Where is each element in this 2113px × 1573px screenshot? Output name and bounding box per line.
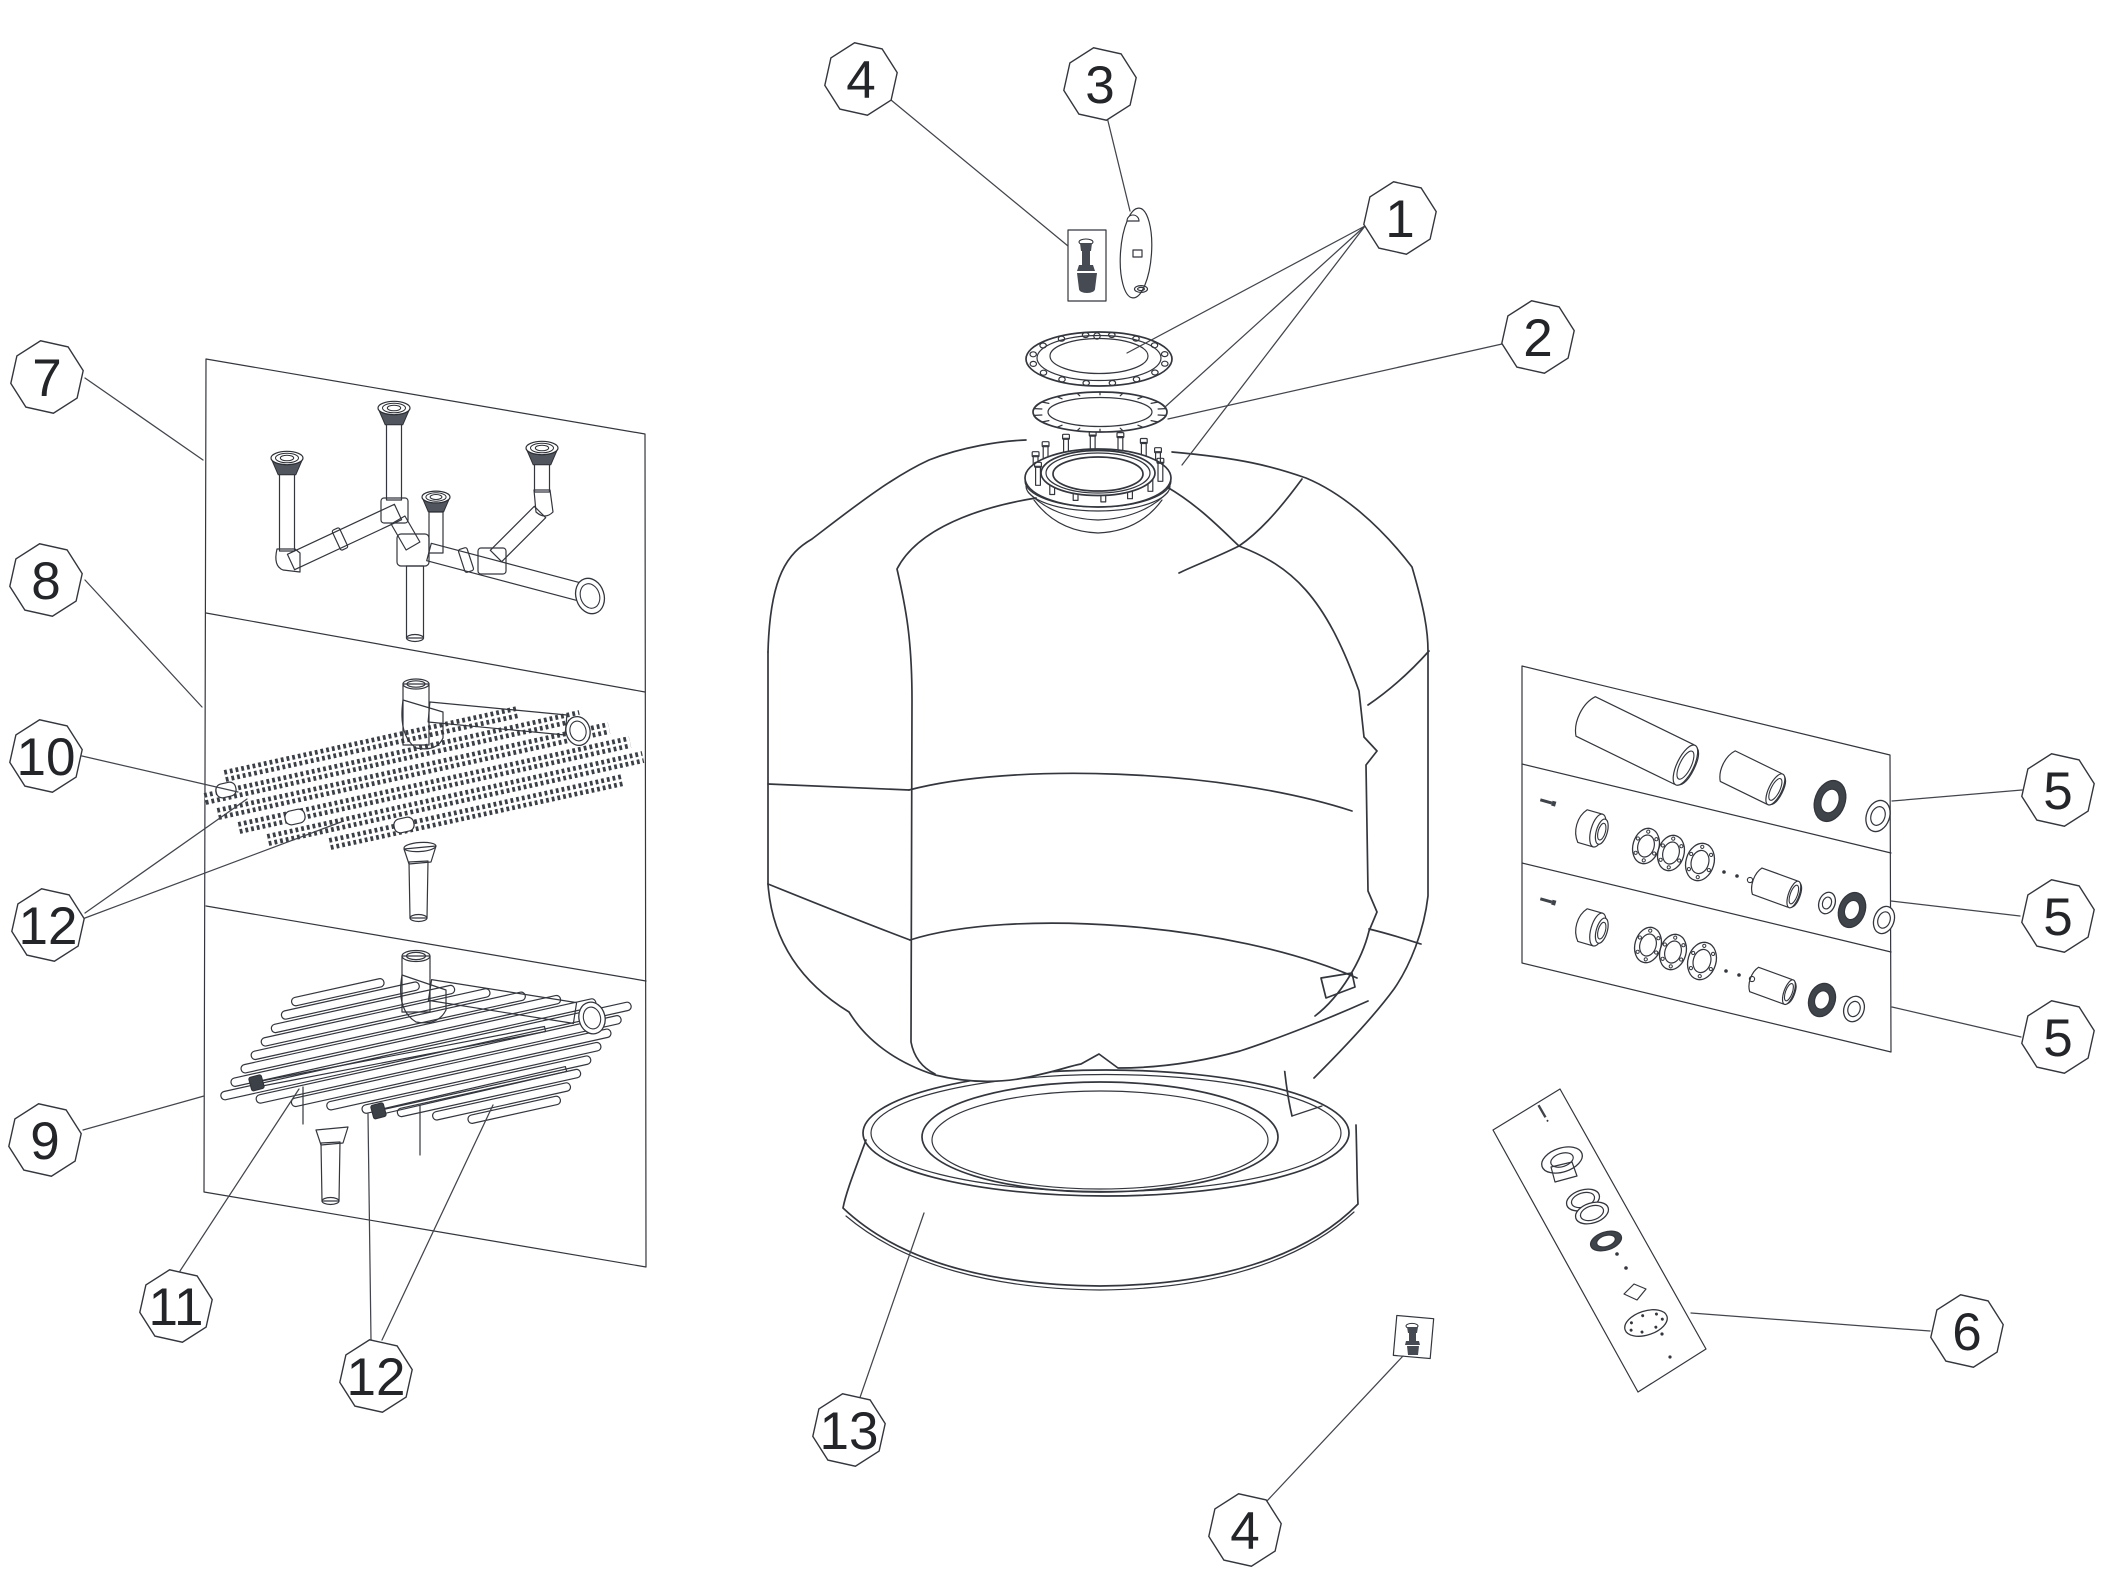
svg-text:2: 2 [1523, 309, 1552, 368]
svg-text:4: 4 [846, 51, 875, 110]
svg-text:5: 5 [2043, 1009, 2072, 1068]
svg-text:5: 5 [2043, 762, 2072, 821]
svg-text:13: 13 [820, 1402, 879, 1461]
svg-text:10: 10 [17, 728, 76, 787]
svg-text:5: 5 [2043, 888, 2072, 947]
svg-text:12: 12 [347, 1348, 406, 1407]
svg-text:1: 1 [1385, 190, 1414, 249]
svg-text:8: 8 [31, 552, 60, 611]
svg-text:12: 12 [19, 897, 78, 956]
svg-text:11: 11 [148, 1278, 203, 1337]
svg-text:3: 3 [1085, 56, 1114, 115]
svg-text:4: 4 [1230, 1502, 1259, 1561]
svg-text:9: 9 [30, 1112, 59, 1171]
svg-text:7: 7 [32, 349, 61, 408]
svg-text:6: 6 [1952, 1303, 1981, 1362]
